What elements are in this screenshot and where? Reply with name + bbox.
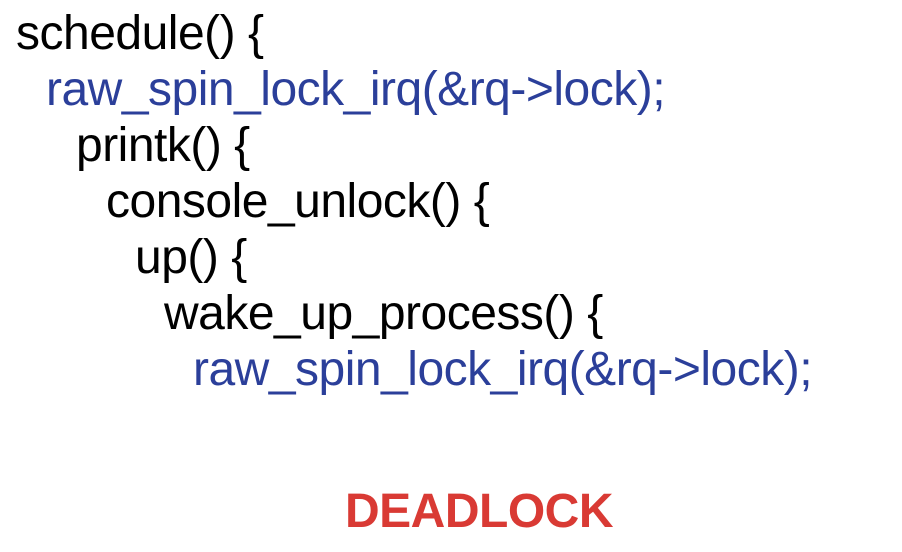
code-line-console-unlock: console_unlock() {	[106, 175, 490, 228]
code-line-schedule: schedule() {	[16, 7, 264, 60]
code-line-first-lock: raw_spin_lock_irq(&rq->lock);	[46, 63, 666, 116]
code-line-wake-up-process: wake_up_process() {	[164, 287, 603, 340]
code-line-second-lock: raw_spin_lock_irq(&rq->lock);	[193, 343, 813, 396]
deadlock-label: DEADLOCK	[345, 485, 614, 538]
code-line-up: up() {	[135, 231, 247, 284]
code-line-printk: printk() {	[76, 119, 250, 172]
